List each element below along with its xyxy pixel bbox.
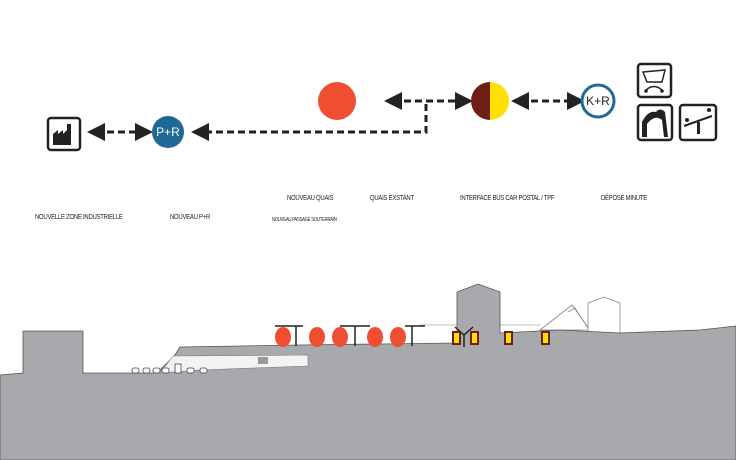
label-new-platforms: NOUVEAU QUAIS [287,195,334,202]
cars [131,363,208,374]
shopping-cart-icon [636,62,673,99]
factory-icon [46,116,82,152]
bus-interface-node [471,82,509,120]
connector-lines [87,92,585,141]
label-underpass: NOUVEAU PASSAGE SOUTERRAIN [272,217,337,223]
buses [452,331,550,345]
park-ride-label: P+R [156,125,180,139]
label-industrial-zone: NOUVELLE ZONE INDUSTRIELLE [35,214,123,221]
label-drop-off: DÉPOSE MINUTE [601,195,647,202]
label-bus-interface: INTERFACE BUS CAR POSTAL / TPF [460,195,555,202]
section-elevation [0,283,736,460]
new-platforms-node [318,82,356,120]
kiss-ride-label: K+R [586,94,610,108]
playground-seesaw-icon [678,103,718,142]
arrow-pr-quais [191,104,428,141]
ground-profile [0,283,736,460]
monument-arch-icon [636,103,674,142]
park-ride-node: P+R [152,116,184,148]
trains-new-platforms [275,327,406,347]
label-existing-platforms: QUAIS EXSTANT [370,195,414,202]
label-new-park-ride: NOUVEAU P+R [170,214,211,221]
kiss-ride-node: K+R [580,83,616,119]
